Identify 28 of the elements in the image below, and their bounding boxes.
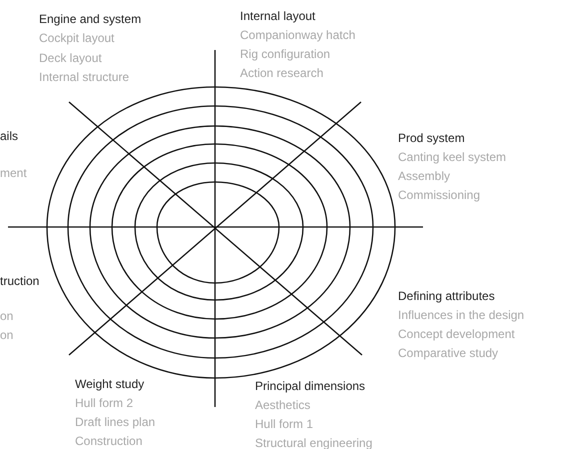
category-item: Hull form 1 xyxy=(255,417,314,432)
category-item: Comparative study xyxy=(398,346,498,361)
category-item: on xyxy=(0,328,14,343)
category-item: Canting keel system xyxy=(398,150,506,165)
category-item: Hull form 2 xyxy=(75,396,134,411)
category-heading: Principal dimensions xyxy=(255,379,366,394)
category-item: Internal structure xyxy=(39,70,130,85)
category-heading: Engine and system xyxy=(39,12,142,27)
category-item: Action research xyxy=(240,66,324,81)
category-item: Cockpit layout xyxy=(39,31,114,46)
category-item: ment xyxy=(0,166,27,181)
category-heading: Weight study xyxy=(75,377,144,392)
category-item: Draft lines plan xyxy=(75,415,156,430)
category-heading: Defining attributes xyxy=(398,289,495,304)
category-heading: truction xyxy=(0,274,40,289)
category-item: Deck layout xyxy=(39,51,102,66)
category-item: Rig configuration xyxy=(240,47,330,62)
category-item: Assembly xyxy=(398,169,450,184)
category-item: on xyxy=(0,309,14,324)
category-heading: ails xyxy=(0,129,18,144)
category-item: Aesthetics xyxy=(255,398,310,413)
category-heading: Internal layout xyxy=(240,9,316,24)
category-heading: Prod system xyxy=(398,131,465,146)
category-item: Concept development xyxy=(398,327,515,342)
category-item: Construction xyxy=(75,434,142,449)
category-item: Influences in the design xyxy=(398,308,524,323)
category-item: Commissioning xyxy=(398,188,480,203)
category-item: Companionway hatch xyxy=(240,28,356,43)
